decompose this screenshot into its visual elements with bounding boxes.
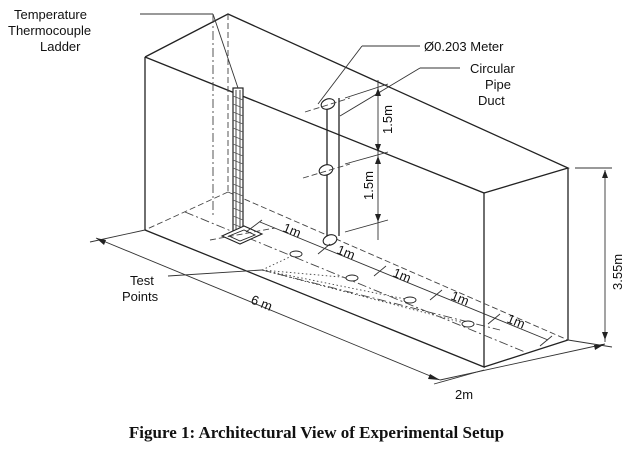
pipe-dimension-lines — [344, 80, 389, 240]
spacing-dimension-line — [245, 219, 553, 347]
ladder-label-line3: Ladder — [40, 39, 81, 54]
test-points-label-line1: Test — [130, 273, 154, 288]
spacing-2: 1m — [335, 242, 357, 263]
length-dimension-line — [89, 229, 485, 385]
duct-label-line3: Duct — [478, 93, 505, 108]
circular-pipe-duct — [302, 97, 351, 246]
spacing-1: 1m — [281, 220, 303, 241]
figure-caption: Figure 1: Architectural View of Experime… — [128, 423, 505, 442]
spacing-3: 1m — [391, 265, 413, 286]
test-points-label-line2: Points — [122, 289, 159, 304]
duct-label-line1: Circular — [470, 61, 515, 76]
thermocouple-ladder — [209, 87, 276, 245]
test-points — [261, 250, 501, 331]
duct-label-line2: Pipe — [485, 77, 511, 92]
height-dimension-line — [575, 167, 612, 342]
upper-pipe-dimension: 1.5m — [380, 105, 395, 134]
height-dimension: 3.55m — [610, 254, 625, 290]
pipe-diameter-label: Ø0.203 Meter — [424, 39, 504, 54]
ladder-label-line1: Temperature — [14, 7, 87, 22]
spacing-5: 1m — [505, 311, 527, 332]
room-box — [144, 13, 570, 368]
width-dimension: 2m — [455, 387, 473, 402]
width-dimension-line — [439, 339, 613, 381]
lower-pipe-dimension: 1.5m — [361, 171, 376, 200]
spacing-4: 1m — [449, 288, 471, 309]
ladder-label-line2: Thermocouple — [8, 23, 91, 38]
